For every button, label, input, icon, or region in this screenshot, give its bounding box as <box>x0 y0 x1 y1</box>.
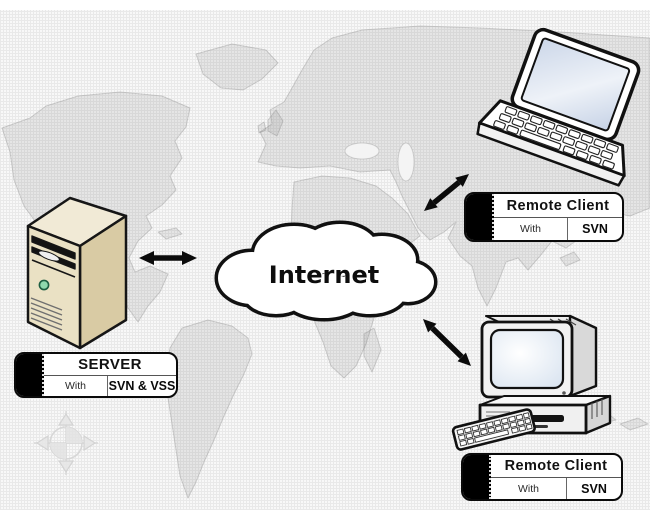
server-tech-label: SVN & VSS <box>107 376 176 396</box>
remote-client-top-label: Remote Client With SVN <box>464 192 624 242</box>
remote-client-bottom-label: Remote Client With SVN <box>461 453 623 501</box>
remote-client-top-title: Remote Client <box>494 194 622 219</box>
internet-label: Internet <box>269 261 379 289</box>
internet-cloud: Internet <box>210 216 438 324</box>
server-title: SERVER <box>44 354 176 377</box>
server-label: SERVER With SVN & VSS <box>14 352 178 398</box>
remote-client-top-label-tab <box>466 194 494 240</box>
server-label-tab <box>16 354 44 396</box>
compass-rose-icon <box>34 411 98 475</box>
desktop-computer-icon <box>451 314 612 451</box>
remote-client-bottom-with-label: With <box>518 482 539 495</box>
remote-client-bottom-title: Remote Client <box>491 455 621 479</box>
remote-client-top-tech-label: SVN <box>567 218 622 240</box>
remote-client-bottom-label-tab <box>463 455 491 499</box>
remote-client-top-with-label: With <box>520 223 541 236</box>
server-tower-icon <box>26 196 128 350</box>
remote-client-bottom-tech-label: SVN <box>566 478 621 499</box>
cloud-icon: Internet <box>214 220 438 322</box>
laptop-icon <box>476 27 641 187</box>
server-with-label: With <box>65 380 86 393</box>
